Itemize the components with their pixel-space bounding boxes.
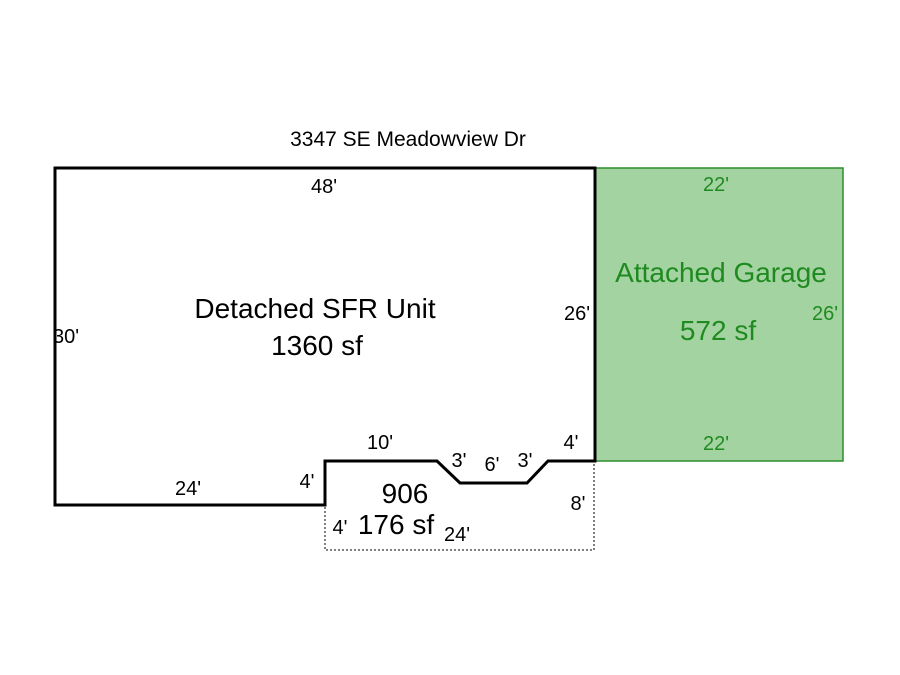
garage-area [594,167,844,462]
address-title: 3347 SE Meadowview Dr [290,128,526,151]
garage-name-label: Attached Garage [615,257,827,288]
addition-dim-right: 8' [571,493,586,515]
house-dim-bottom-right: 4' [564,432,579,454]
house-dim-bottom-mid: 10' [367,432,393,454]
house-dim-notch-bottom: 6' [485,454,500,476]
garage-dim-top: 22' [703,174,729,196]
garage-area-label: 572 sf [680,315,756,346]
house-dim-right: 26' [564,303,590,325]
house-dim-left: 30' [53,326,79,348]
garage-dim-bottom: 22' [703,433,729,455]
addition-dim-left: 4' [333,517,348,539]
house-dim-slope-left: 3' [452,450,467,472]
house-dim-top: 48' [311,176,337,198]
addition-area-label: 176 sf [358,509,434,540]
garage-dim-right: 26' [812,303,838,325]
addition-dim-bottom: 24' [444,524,470,546]
addition-id-label: 906 [382,478,429,509]
house-outline [53,166,597,507]
house-dim-bottom-left: 24' [175,478,201,500]
house-area-label: 1360 sf [271,330,363,361]
house-dim-step-up: 4' [300,471,315,493]
house-name-label: Detached SFR Unit [194,293,435,324]
addition-outline [324,461,595,551]
house-dim-slope-right: 3' [518,450,533,472]
